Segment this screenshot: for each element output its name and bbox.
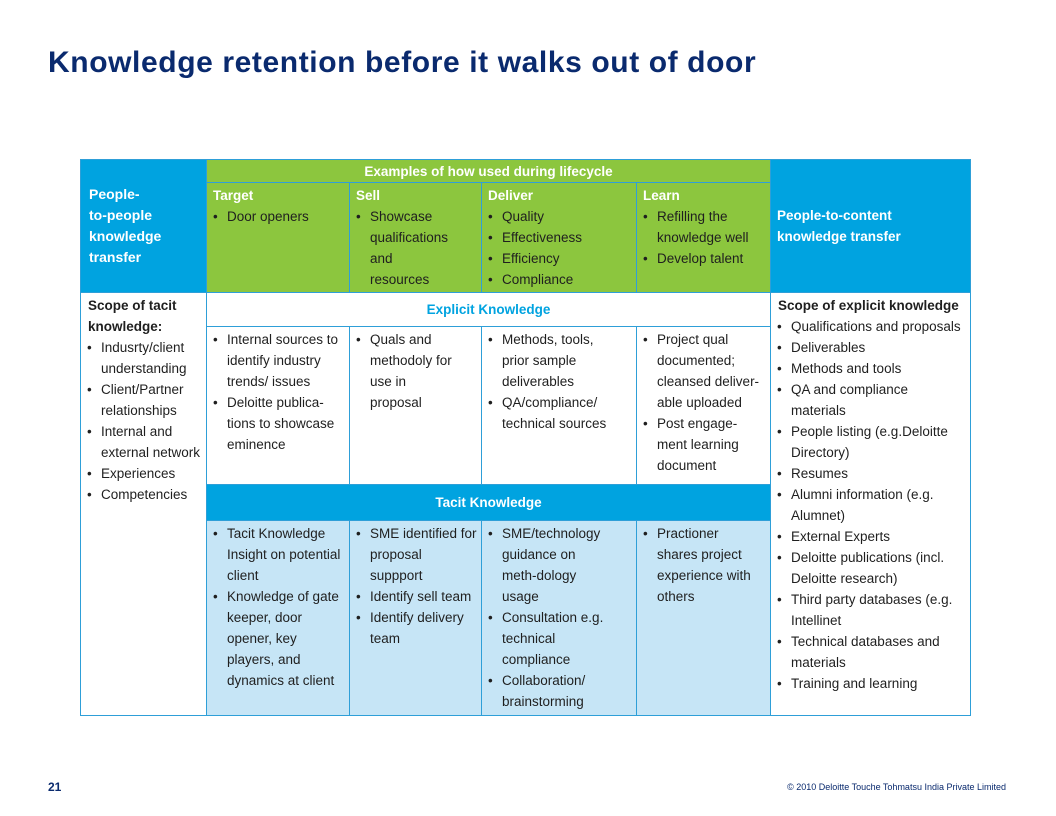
list-item: Practioner shares project experience wit… bbox=[637, 523, 755, 607]
list-item: Quals and methodoly for use in proposal bbox=[350, 329, 460, 413]
lifecycle-target-list: Door openers bbox=[207, 206, 345, 227]
tacit-scope-title: Scope of tacit knowledge: bbox=[88, 298, 177, 334]
list-item: Experiences bbox=[81, 463, 201, 484]
list-item: Internal sources to identify industry tr… bbox=[207, 329, 347, 392]
tacit-knowledge-header: Tacit Knowledge bbox=[207, 485, 771, 521]
explicit-sell: Quals and methodoly for use in proposal bbox=[350, 327, 482, 485]
list-item: Refilling the knowledge well bbox=[637, 206, 765, 248]
list-item: Methods and tools bbox=[771, 358, 963, 379]
explicit-scope-title: Scope of explicit knowledge bbox=[778, 298, 959, 313]
list-item: People listing (e.g.Deloitte Directory) bbox=[771, 421, 963, 463]
list-item: Efficiency bbox=[482, 248, 636, 269]
list-item: QA and compliance materials bbox=[771, 379, 963, 421]
list-item: Deloitte publications (incl. Deloitte re… bbox=[771, 547, 963, 589]
list-item: Identify sell team bbox=[350, 586, 478, 607]
lifecycle-deliver: Deliver Quality Effectiveness Efficiency… bbox=[482, 183, 637, 293]
list-item: Client/Partner relationships bbox=[81, 379, 201, 421]
copyright-notice: © 2010 Deloitte Touche Tohmatsu India Pr… bbox=[787, 782, 1006, 792]
tacit-learn: Practioner shares project experience wit… bbox=[637, 521, 771, 716]
list-item: Methods, tools, prior sample deliverable… bbox=[482, 329, 612, 392]
list-item: Collaboration/ brainstorming bbox=[482, 670, 610, 712]
list-item: Consultation e.g. technical compliance bbox=[482, 607, 610, 670]
list-item: Indusrty/client understanding bbox=[81, 337, 201, 379]
lifecycle-sell: Sell Showcase qualifications and resourc… bbox=[350, 183, 482, 308]
list-item: Knowledge of gate keeper, door opener, k… bbox=[207, 586, 347, 691]
left-header-cell: People- to-people knowledge transfer bbox=[81, 160, 207, 293]
list-item: Competencies bbox=[81, 484, 201, 505]
list-item: Door openers bbox=[207, 206, 345, 227]
list-item: Third party databases (e.g. Intellinet bbox=[771, 589, 963, 631]
list-item: SME identified for proposal suppport bbox=[350, 523, 478, 586]
list-item: Tacit Knowledge Insight on potential cli… bbox=[207, 523, 347, 586]
left-header-text: People- to-people knowledge transfer bbox=[89, 186, 162, 265]
list-item: Internal and external network bbox=[81, 421, 201, 463]
lifecycle-learn-title: Learn bbox=[643, 188, 680, 203]
explicit-deliver: Methods, tools, prior sample deliverable… bbox=[482, 327, 637, 485]
list-item: Effectiveness bbox=[482, 227, 636, 248]
lifecycle-sell-title: Sell bbox=[356, 188, 381, 203]
list-item: External Experts bbox=[771, 526, 963, 547]
lifecycle-learn-list: Refilling the knowledge well Develop tal… bbox=[637, 206, 765, 269]
list-item: Qualifications and proposals bbox=[771, 316, 963, 337]
explicit-scope-cell: Scope of explicit knowledge Qualificatio… bbox=[771, 293, 971, 716]
list-item: Alumni information (e.g. Alumnet) bbox=[771, 484, 963, 526]
tacit-target-list: Tacit Knowledge Insight on potential cli… bbox=[207, 523, 347, 691]
lifecycle-target-title: Target bbox=[213, 188, 254, 203]
right-header-cell: People-to-content knowledge transfer bbox=[771, 160, 971, 293]
lifecycle-header: Examples of how used during lifecycle bbox=[207, 160, 771, 183]
list-item: Compliance bbox=[482, 269, 636, 290]
explicit-scope-list: Qualifications and proposals Deliverable… bbox=[771, 316, 963, 694]
tacit-target: Tacit Knowledge Insight on potential cli… bbox=[207, 521, 350, 716]
list-item: Deloitte publica-tions to showcase emine… bbox=[207, 392, 347, 455]
lifecycle-deliver-title: Deliver bbox=[488, 188, 534, 203]
knowledge-table: People- to-people knowledge transfer Exa… bbox=[80, 159, 971, 716]
list-item: Post engage-ment learning document bbox=[637, 413, 765, 476]
lifecycle-target: Target Door openers bbox=[207, 183, 350, 293]
list-item: Quality bbox=[482, 206, 636, 227]
explicit-learn: Project qual documented; cleansed delive… bbox=[637, 327, 771, 485]
list-item: Develop talent bbox=[637, 248, 765, 269]
list-item: Identify delivery team bbox=[350, 607, 478, 649]
explicit-learn-list: Project qual documented; cleansed delive… bbox=[637, 329, 765, 476]
explicit-sell-list: Quals and methodoly for use in proposal bbox=[350, 329, 460, 413]
list-item: Training and learning bbox=[771, 673, 963, 694]
explicit-target: Internal sources to identify industry tr… bbox=[207, 327, 350, 485]
tacit-sell: SME identified for proposal suppport Ide… bbox=[350, 521, 482, 716]
tacit-deliver-list: SME/technology guidance on meth-dology u… bbox=[482, 523, 610, 712]
list-item: Technical databases and materials bbox=[771, 631, 963, 673]
list-item: SME/technology guidance on meth-dology u… bbox=[482, 523, 610, 607]
tacit-sell-list: SME identified for proposal suppport Ide… bbox=[350, 523, 478, 649]
page-title: Knowledge retention before it walks out … bbox=[48, 46, 757, 79]
tacit-scope-cell: Scope of tacit knowledge: Indusrty/clien… bbox=[81, 293, 207, 716]
lifecycle-learn: Learn Refilling the knowledge well Devel… bbox=[637, 183, 771, 293]
list-item: Resumes bbox=[771, 463, 963, 484]
lifecycle-deliver-list: Quality Effectiveness Efficiency Complia… bbox=[482, 206, 636, 290]
list-item: Project qual documented; cleansed delive… bbox=[637, 329, 765, 413]
tacit-scope-list: Indusrty/client understanding Client/Par… bbox=[81, 337, 201, 505]
explicit-knowledge-header: Explicit Knowledge bbox=[207, 293, 771, 327]
right-header-text: People-to-content knowledge transfer bbox=[777, 208, 901, 244]
explicit-target-list: Internal sources to identify industry tr… bbox=[207, 329, 347, 455]
tacit-learn-list: Practioner shares project experience wit… bbox=[637, 523, 755, 607]
list-item: Deliverables bbox=[771, 337, 963, 358]
list-item: QA/compliance/ technical sources bbox=[482, 392, 612, 434]
page-number: 21 bbox=[48, 780, 62, 794]
tacit-deliver: SME/technology guidance on meth-dology u… bbox=[482, 521, 637, 716]
explicit-deliver-list: Methods, tools, prior sample deliverable… bbox=[482, 329, 612, 434]
